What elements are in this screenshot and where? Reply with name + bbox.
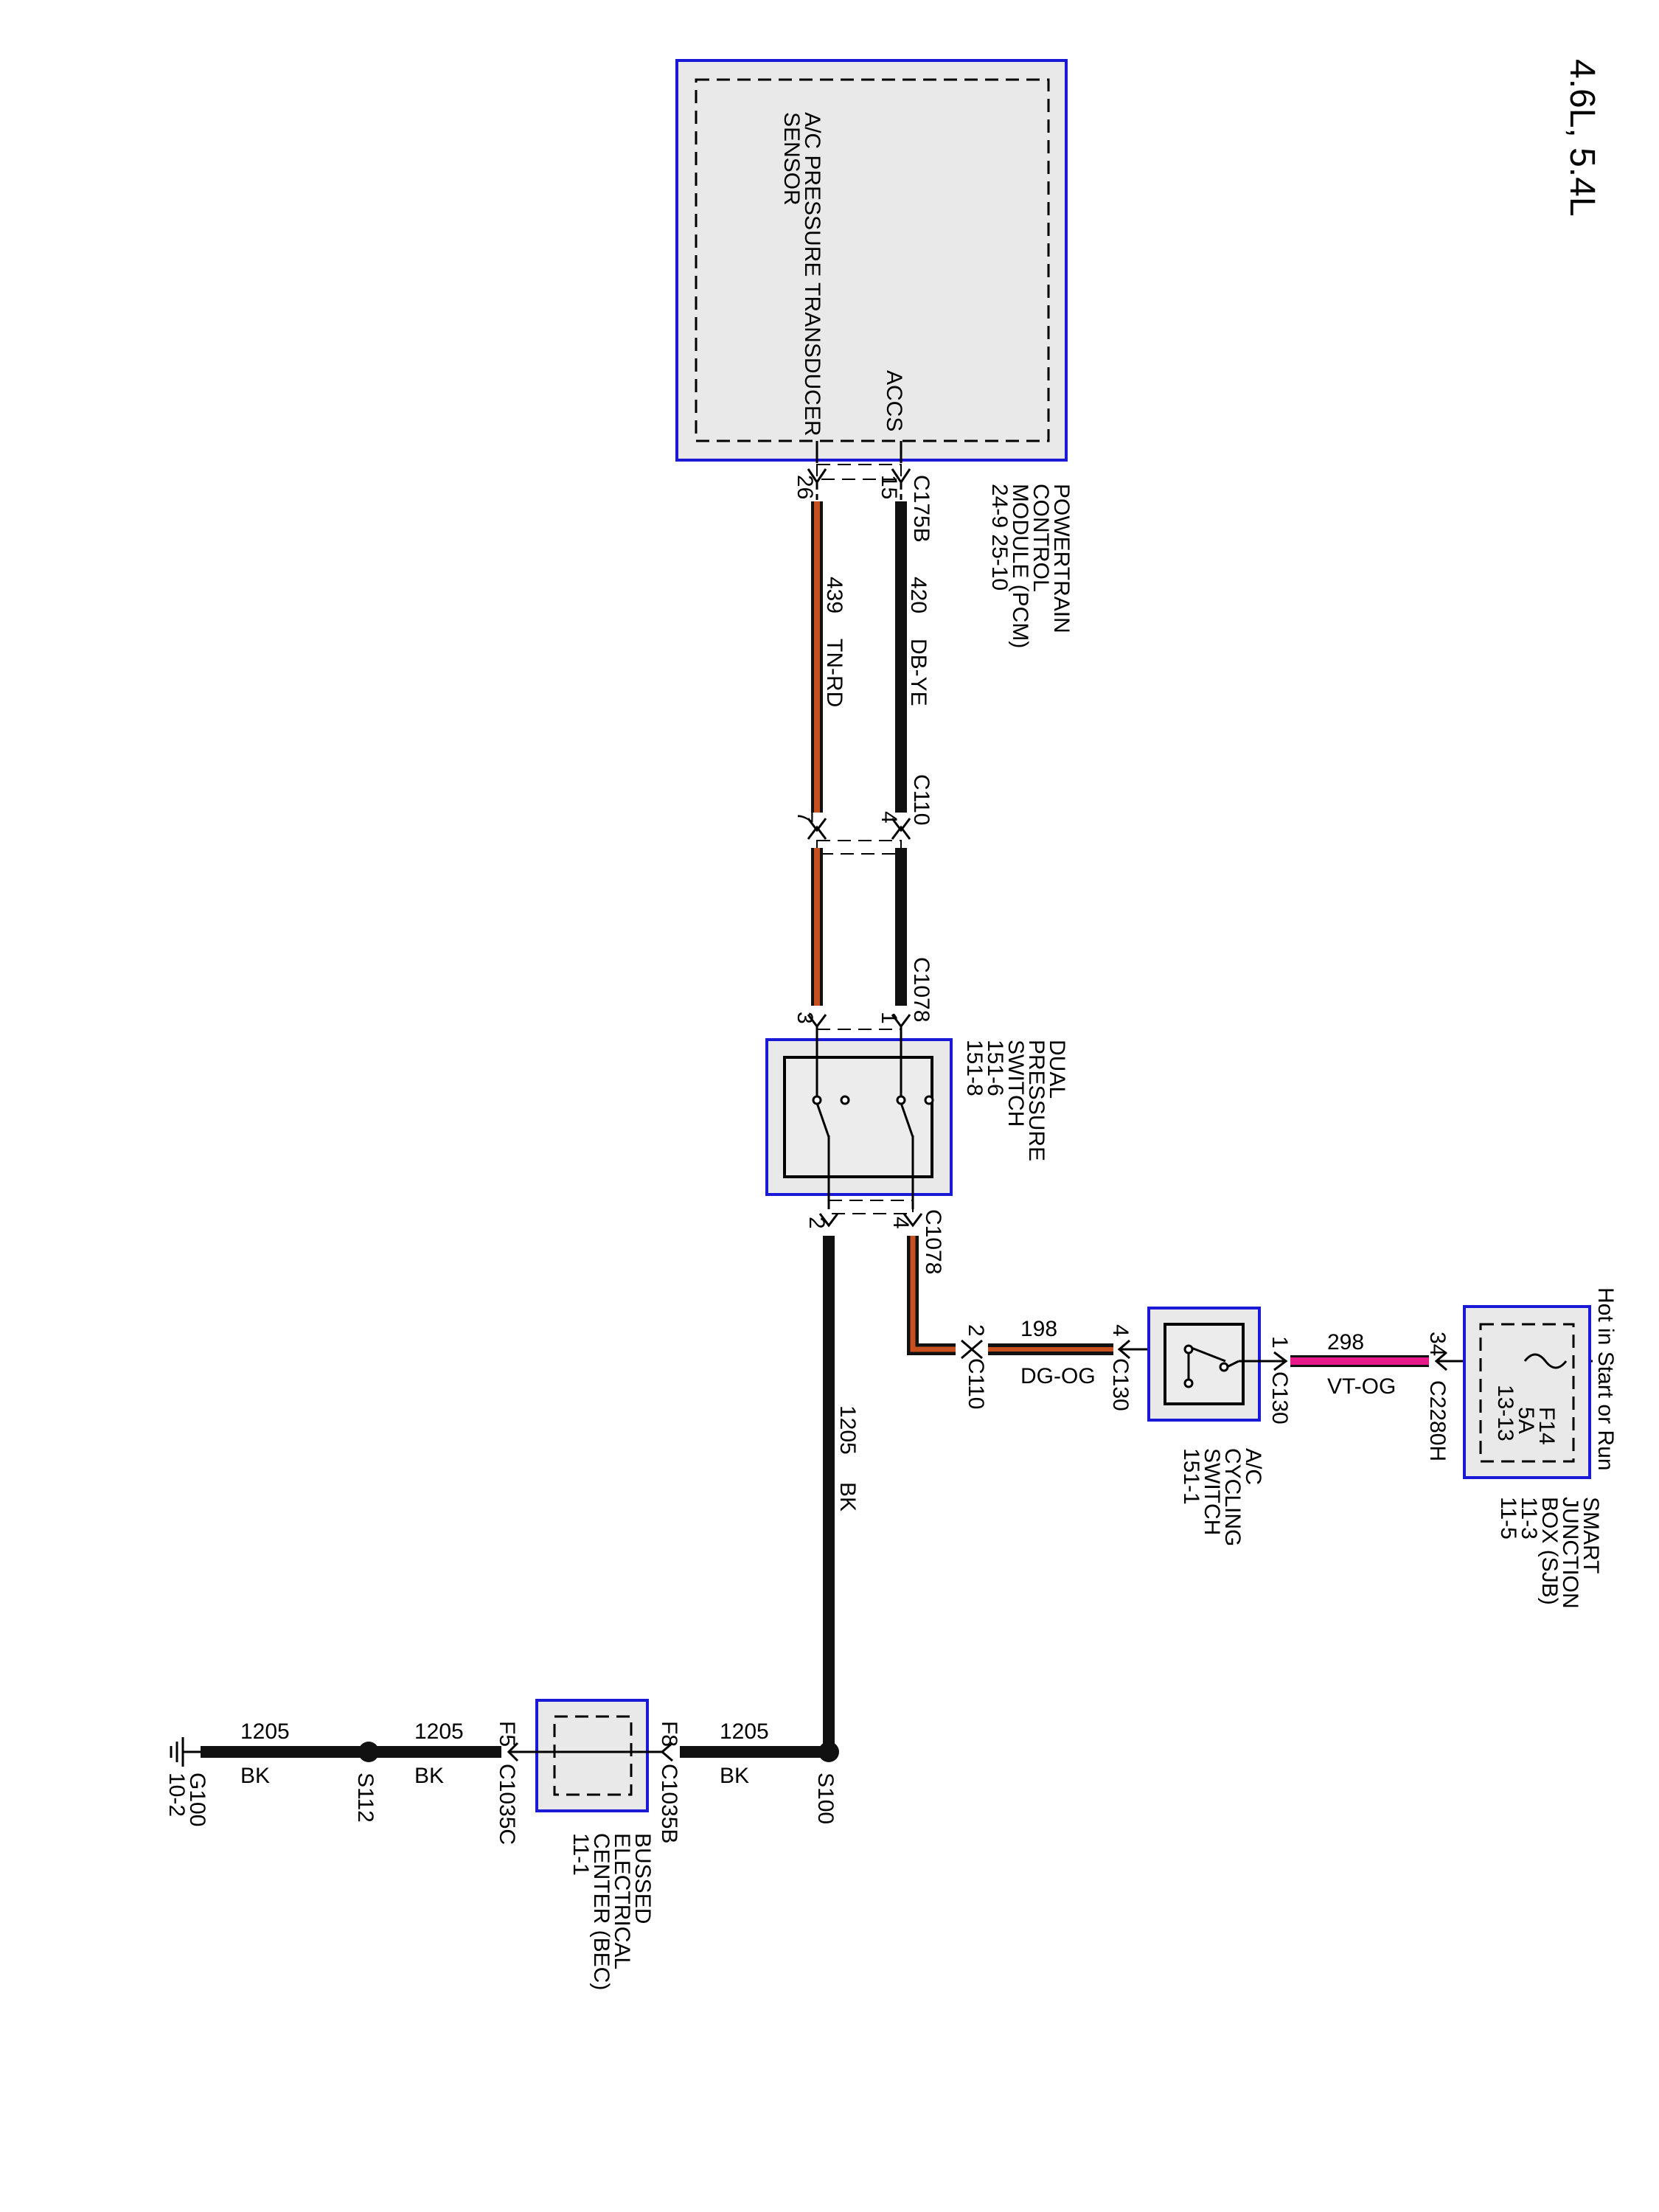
s112-label: S112 [353, 1773, 378, 1823]
c1078-bottom-name: C1078 [921, 1209, 945, 1274]
sjb-name-2: JUNCTION [1558, 1497, 1582, 1609]
wire-1205-c-circuit: 1205 [240, 1719, 290, 1744]
pcm-connector: C175B [909, 475, 933, 543]
wire-298: 298 VT-OG [1290, 1330, 1429, 1399]
wire-420: 420 DB-YE [895, 501, 931, 813]
wire-198-path [907, 1236, 956, 1355]
wire-1205-c: 1205 BK [201, 1719, 369, 1788]
pcm-pin-15: 15 [877, 475, 901, 499]
cycling-c130-right: C130 [1267, 1371, 1292, 1425]
sjb-name-1: SMART [1579, 1497, 1603, 1573]
wire-420-circuit: 420 [906, 577, 931, 613]
sjb-fuse-line2: 5A [1514, 1407, 1538, 1434]
c1078-bottom-connector: C1078 4 2 [804, 1200, 945, 1274]
dual-pressure-switch: DUAL PRESSURE SWITCH 151-6 151-8 [765, 1026, 1069, 1209]
cycling-line2: CYCLING [1220, 1448, 1245, 1546]
c1078-top-pin1: 1 [877, 1012, 901, 1024]
smart-junction-box: 34 C2280H F14 5A 13-13 Hot in Start or R… [1425, 1287, 1618, 1609]
ground-page: 10-2 [164, 1773, 189, 1817]
wire-1205-b-circuit: 1205 [414, 1719, 464, 1744]
dual-switch-line5: 151-8 [962, 1040, 987, 1096]
bec-right-pin: F8 [657, 1721, 681, 1747]
bec-name-4: 11-1 [568, 1833, 593, 1876]
bec-left-conn: C1035C [495, 1764, 519, 1845]
dual-switch-line2: PRESSURE [1024, 1040, 1048, 1161]
dual-switch-line3: SWITCH [1004, 1040, 1028, 1127]
pcm-name-1: POWERTRAIN [1049, 484, 1074, 633]
wire-1205-c-color: BK [240, 1764, 270, 1788]
ground-name: G100 [185, 1773, 209, 1826]
sjb-fuse-line1: F14 [1534, 1407, 1559, 1445]
c110-top-name: C110 [909, 774, 933, 826]
ac-cycling-switch: 4 C130 1 C130 A/C CYCLING SWITCH 151-1 [1108, 1307, 1292, 1546]
pcm-pin-label: ACCS [882, 370, 906, 431]
wire-198-color: DG-OG [1020, 1364, 1096, 1388]
wire-1205-b: 1205 BK [369, 1719, 501, 1788]
s100-label: S100 [813, 1773, 838, 1824]
pcm-labels: POWERTRAIN CONTROL MODULE (PCM) 24-9 25-… [793, 475, 1074, 648]
c110-top-pin4: 4 [877, 811, 901, 824]
wire-198: 198 DG-OG [988, 1317, 1113, 1388]
cycling-line4: 151-1 [1179, 1448, 1203, 1505]
wire-198-circuit: 198 [1020, 1317, 1057, 1341]
wire-439-circuit: 439 [822, 577, 846, 613]
sjb-pin: 34 [1425, 1332, 1450, 1356]
pcm-name-2: CONTROL [1029, 484, 1053, 592]
dual-switch-line4: 151-6 [983, 1040, 1007, 1096]
sjb-connector: C2280H [1425, 1380, 1450, 1461]
bec-name-2: ELECTRICAL [610, 1833, 634, 1969]
cycling-line1: A/C [1241, 1448, 1265, 1485]
wire-298-color: VT-OG [1327, 1374, 1396, 1399]
c110-bottom-connector: 2 C110 [961, 1324, 988, 1410]
wire-1205-a: 1205 BK [680, 1719, 829, 1788]
pcm-pin-26: 26 [793, 475, 817, 499]
c1078-bottom-pin4: 4 [888, 1217, 913, 1229]
ground-g100: G100 10-2 [164, 1737, 209, 1826]
sjb-name-5: 11-5 [1496, 1497, 1520, 1540]
bec-left-pin: F5 [495, 1721, 519, 1747]
c110-top-connector: C110 4 7 [793, 774, 933, 855]
bec-right-conn: C1035B [657, 1764, 681, 1843]
wire-439-color: TN-RD [822, 639, 846, 707]
wire-1205-b-color: BK [414, 1764, 444, 1788]
wire-1205-main-color: BK [835, 1482, 860, 1512]
sjb-name-3: BOX (SJB) [1537, 1497, 1562, 1605]
wire-298-circuit: 298 [1327, 1330, 1364, 1354]
c110-bottom-pin: 2 [964, 1324, 988, 1337]
wire-420-color: DB-YE [906, 639, 931, 706]
wire-1205-main-circuit: 1205 [835, 1405, 860, 1455]
pcm-pages: 24-9 25-10 [987, 484, 1012, 591]
bec-name-3: CENTER (BEC) [589, 1833, 613, 1990]
c110-bottom-name: C110 [964, 1358, 988, 1410]
wire-1205-a-color: BK [720, 1764, 749, 1788]
c1078-top-connector: C1078 1 3 [793, 957, 933, 1043]
cycling-line3: SWITCH [1200, 1448, 1224, 1535]
c110-top-pin7: 7 [793, 811, 817, 824]
bussed-electrical-center: F8 C1035B F5 C1035C BUSSED ELECTRICAL CE… [495, 1699, 681, 1990]
c1078-bottom-pin2: 2 [804, 1217, 829, 1229]
c1078-top-name: C1078 [909, 957, 933, 1022]
sjb-fuse-line3: 13-13 [1493, 1385, 1517, 1441]
pcm-name-3: MODULE (PCM) [1008, 484, 1032, 648]
pcm-sensor-line2: SENSOR [779, 112, 804, 206]
cycling-c130-right-pin: 1 [1267, 1336, 1292, 1349]
cycling-c130-left-pin: 4 [1108, 1324, 1133, 1337]
wire-1205-main: 1205 BK [823, 1236, 860, 1752]
pcm-module: A/C PRESSURE TRANSDUCER SENSOR ACCS [675, 59, 1068, 500]
bec-name-1: BUSSED [630, 1833, 655, 1924]
cycling-c130-left: C130 [1108, 1358, 1133, 1411]
pcm-sensor-line1: A/C PRESSURE TRANSDUCER [800, 112, 824, 437]
dual-switch-line1: DUAL [1045, 1040, 1069, 1099]
sjb-hot-text: Hot in Start or Run [1593, 1287, 1618, 1470]
c1078-top-pin3: 3 [793, 1012, 817, 1024]
engine-title: 4.6L, 5.4L [1562, 59, 1601, 217]
wire-1205-a-circuit: 1205 [720, 1719, 769, 1744]
wire-439: 439 TN-RD [811, 501, 846, 813]
sjb-name-4: 11-3 [1517, 1497, 1541, 1540]
